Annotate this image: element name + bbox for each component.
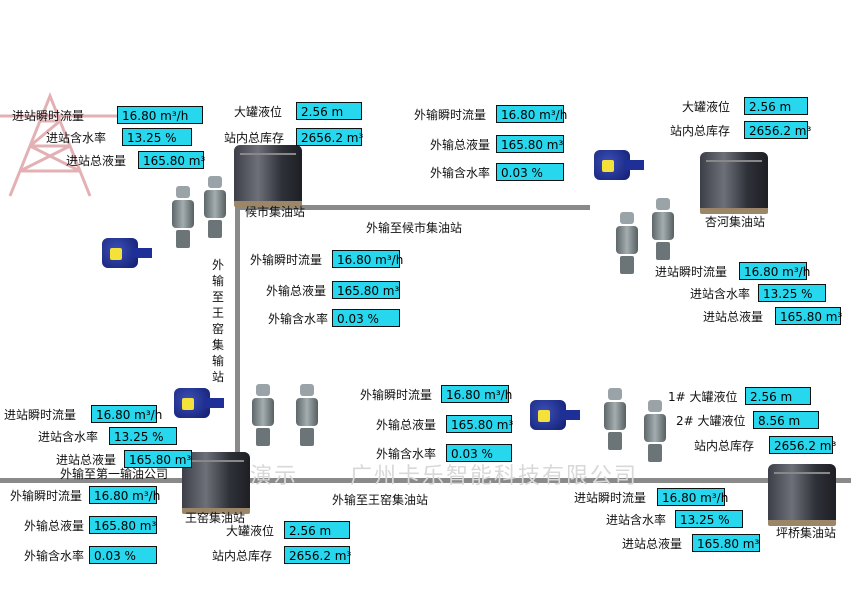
wangyao-out-flow-label: 外输瞬时流量 [10, 489, 83, 503]
center-out-flow-label: 外输瞬时流量 [360, 388, 433, 402]
wangyao-in-water-label: 进站含水率 [38, 430, 99, 444]
xinghe-stock-value: 2656.2 m³ [744, 121, 811, 139]
pingqiao-in-total-value: 165.80 m³ [692, 534, 760, 552]
valve-wangyao-2 [292, 384, 322, 448]
houshi-stock-label: 站内总库存 [224, 131, 285, 145]
pingqiao-in-water-value: 13.25 % [675, 510, 743, 528]
pingqiao-stock-value: 2656.2 m³ [769, 436, 836, 454]
pipeline-label-to-diyi: 外输至第一输油公司 [60, 467, 169, 481]
houshi-in-water-label: 进站含水率 [46, 131, 107, 145]
wangyao-in-flow-label: 进站瞬时流量 [4, 408, 77, 422]
center-out-water-value: 0.03 % [446, 444, 512, 462]
xinghe-out-total-label: 外输总液量 [430, 138, 491, 152]
wangyao-out-total-value: 165.80 m³ [89, 516, 157, 534]
pipe-vertical [235, 205, 240, 455]
wangyao-out-flow-value: 16.80 m³/h [89, 486, 160, 504]
pingqiao-stock-label: 站内总库存 [694, 439, 755, 453]
mid-out-total-value: 165.80 m³ [332, 281, 400, 299]
mid-out-water-label: 外输含水率 [268, 312, 329, 326]
pingqiao-tank2-value: 8.56 m [753, 411, 819, 429]
tank-houshi [234, 145, 302, 207]
wangyao-out-total-label: 外输总液量 [24, 519, 85, 533]
xinghe-tank-level-value: 2.56 m [744, 97, 808, 115]
pipeline-label-to-wangyao-bottom: 外输至王窑集油站 [332, 493, 429, 507]
xinghe-in-flow-value: 16.80 m³/h [739, 262, 810, 280]
wangyao-in-water-value: 13.25 % [109, 427, 177, 445]
pingqiao-in-flow-label: 进站瞬时流量 [574, 491, 647, 505]
wangyao-tank-level-label: 大罐液位 [226, 524, 275, 538]
wangyao-out-water-label: 外输含水率 [24, 549, 85, 563]
derrick-illustration [0, 91, 140, 197]
mid-out-total-label: 外输总液量 [266, 284, 327, 298]
valve-pingqiao-2 [640, 400, 670, 464]
houshi-tank-level-label: 大罐液位 [234, 105, 283, 119]
xinghe-tank-level-label: 大罐液位 [682, 100, 731, 114]
center-out-total-label: 外输总液量 [376, 418, 437, 432]
flowmeter-houshi [96, 230, 152, 274]
xinghe-out-water-label: 外输含水率 [430, 166, 491, 180]
center-out-total-value: 165.80 m³ [446, 415, 513, 433]
wangyao-in-flow-value: 16.80 m³/h [91, 405, 162, 423]
houshi-in-water-value: 13.25 % [122, 128, 192, 146]
xinghe-out-total-value: 165.80 m³ [496, 135, 564, 153]
wangyao-in-total-value: 165.80 m³ [124, 450, 192, 468]
tank-pingqiao [768, 464, 836, 526]
station-name-houshi: 候市集油站 [245, 205, 306, 219]
center-out-water-label: 外输含水率 [376, 447, 437, 461]
tank-wangyao [182, 452, 250, 514]
wangyao-stock-label: 站内总库存 [212, 549, 273, 563]
station-name-pingqiao: 坪桥集油站 [776, 526, 837, 540]
pingqiao-in-water-label: 进站含水率 [606, 513, 667, 527]
pipeline-label-to-houshi: 外输至候市集油站 [366, 221, 463, 235]
wangyao-stock-value: 2656.2 m³ [284, 546, 351, 564]
houshi-tank-level-value: 2.56 m [296, 102, 362, 120]
pipe-top [235, 205, 590, 210]
station-name-xinghe: 杏河集油站 [705, 215, 766, 229]
houshi-in-flow-label: 进站瞬时流量 [12, 109, 85, 123]
houshi-in-flow-value: 16.80 m³/h [117, 106, 203, 124]
wangyao-in-total-label: 进站总液量 [56, 453, 117, 467]
xinghe-out-flow-value: 16.80 m³/h [496, 105, 567, 123]
xinghe-in-total-label: 进站总液量 [703, 310, 764, 324]
center-out-flow-value: 16.80 m³/h [441, 385, 512, 403]
valve-houshi-1 [168, 186, 198, 250]
watermark-text: 广州卡乐智能科技有限公司 [350, 464, 639, 489]
mid-out-water-value: 0.03 % [332, 309, 400, 327]
valve-xinghe-2 [648, 198, 678, 262]
pipeline-label-to-wangyao-vertical: 外输至王窑集输站 [212, 258, 225, 384]
pingqiao-tank1-label: 1# 大罐液位 [668, 390, 738, 404]
xinghe-in-flow-label: 进站瞬时流量 [655, 265, 728, 279]
station-name-wangyao: 王窑集油站 [185, 511, 246, 525]
wangyao-tank-level-value: 2.56 m [284, 521, 350, 539]
xinghe-in-water-label: 进站含水率 [690, 287, 751, 301]
xinghe-in-total-value: 165.80 m³ [775, 307, 842, 325]
wangyao-out-water-value: 0.03 % [89, 546, 157, 564]
flowmeter-pingqiao [524, 392, 580, 436]
houshi-in-total-value: 165.80 m³ [138, 151, 205, 169]
pingqiao-in-flow-value: 16.80 m³/h [657, 488, 728, 506]
watermark-text-left: 演示 [250, 464, 299, 489]
flowmeter-wangyao [168, 380, 224, 424]
mid-out-flow-label: 外输瞬时流量 [250, 253, 323, 267]
valve-houshi-2 [200, 176, 230, 240]
pipe-bottom [0, 478, 851, 483]
valve-wangyao-1 [248, 384, 278, 448]
xinghe-stock-label: 站内总库存 [670, 124, 731, 138]
flowmeter-xinghe [588, 142, 644, 186]
xinghe-out-flow-label: 外输瞬时流量 [414, 108, 487, 122]
xinghe-in-water-value: 13.25 % [758, 284, 826, 302]
valve-xinghe-1 [612, 212, 642, 276]
pingqiao-tank1-value: 2.56 m [745, 387, 811, 405]
mid-out-flow-value: 16.80 m³/h [332, 250, 403, 268]
pingqiao-in-total-label: 进站总液量 [622, 537, 683, 551]
houshi-in-total-label: 进站总液量 [66, 154, 127, 168]
xinghe-out-water-value: 0.03 % [496, 163, 564, 181]
pingqiao-tank2-label: 2# 大罐液位 [676, 414, 746, 428]
valve-pingqiao-1 [600, 388, 630, 452]
tank-xinghe [700, 152, 768, 214]
houshi-stock-value: 2656.2 m³ [296, 128, 363, 146]
